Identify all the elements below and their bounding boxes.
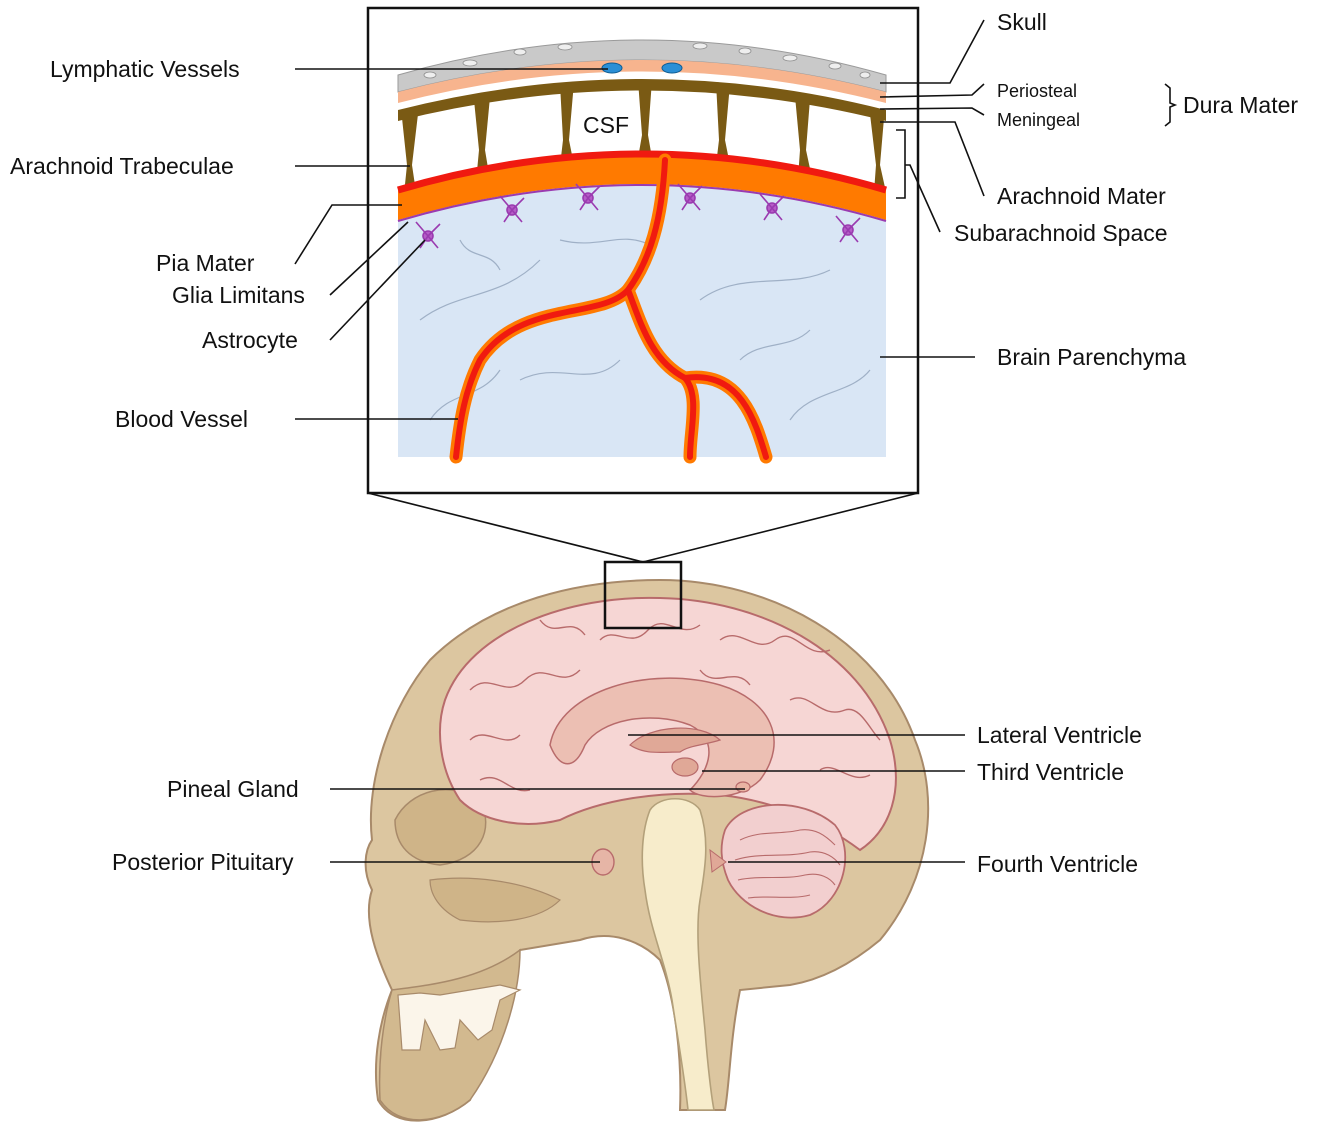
label-lymphatic-vessels: Lymphatic Vessels — [50, 56, 240, 82]
label-astrocyte: Astrocyte — [202, 327, 298, 353]
label-dura-mater: Dura Mater — [1183, 92, 1298, 118]
label-arachnoid-trabeculae: Arachnoid Trabeculae — [10, 153, 234, 179]
zoom-connector — [368, 493, 918, 562]
label-arachnoid-mater: Arachnoid Mater — [997, 183, 1166, 209]
label-subarachnoid-space: Subarachnoid Space — [954, 220, 1168, 246]
label-fourth-ventricle: Fourth Ventricle — [977, 851, 1138, 877]
meninges-inset: CSF — [368, 8, 918, 493]
label-glia-limitans: Glia Limitans — [172, 282, 305, 308]
label-lateral-ventricle: Lateral Ventricle — [977, 722, 1142, 748]
label-pia-mater: Pia Mater — [156, 250, 255, 276]
head-illustration — [366, 562, 929, 1121]
label-posterior-pituitary: Posterior Pituitary — [112, 849, 294, 875]
label-skull: Skull — [997, 9, 1047, 35]
label-meningeal: Meningeal — [997, 110, 1080, 130]
label-third-ventricle: Third Ventricle — [977, 759, 1124, 785]
lymphatic-vessel-2 — [662, 63, 682, 73]
label-blood-vessel: Blood Vessel — [115, 406, 248, 432]
label-pineal-gland: Pineal Gland — [167, 776, 299, 802]
parenchyma-area — [398, 159, 886, 457]
third-ventricle-shape — [672, 758, 698, 776]
label-periosteal: Periosteal — [997, 81, 1077, 101]
label-brain-parenchyma: Brain Parenchyma — [997, 344, 1186, 370]
label-csf: CSF — [583, 112, 629, 138]
lymphatic-vessel-1 — [602, 63, 622, 73]
pineal-gland-shape — [736, 782, 750, 792]
